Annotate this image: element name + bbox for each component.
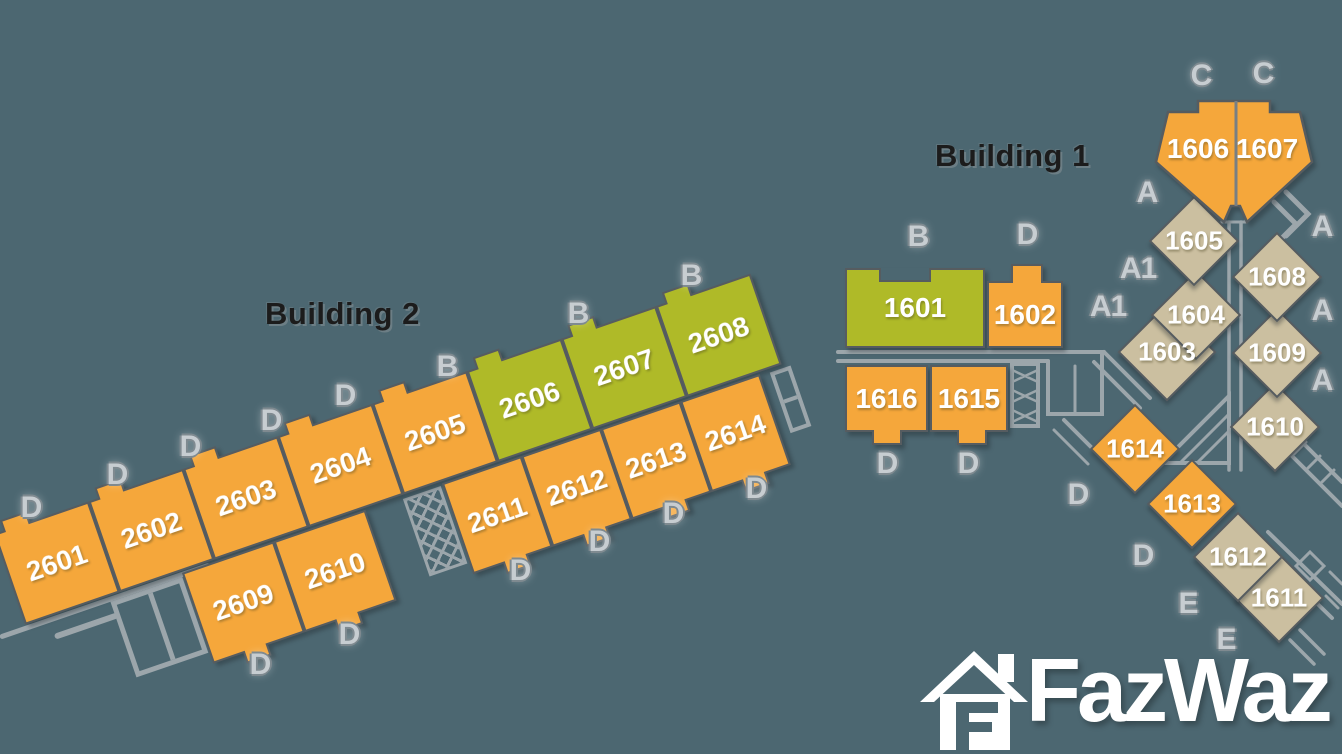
type-badge-E: E bbox=[1178, 587, 1198, 620]
unit-1615[interactable]: 1615 bbox=[930, 365, 1008, 445]
unit-number: 2601 bbox=[22, 537, 92, 588]
unit-number: 2608 bbox=[684, 309, 754, 360]
type-badge-D: D bbox=[334, 379, 357, 412]
type-badge-D: D bbox=[260, 404, 283, 437]
unit-number: 1608 bbox=[1248, 261, 1306, 292]
unit-1616[interactable]: 1616 bbox=[845, 365, 928, 445]
balcony-tab bbox=[872, 430, 902, 445]
unit-number: 1616 bbox=[855, 382, 918, 414]
unit-number: 1602 bbox=[993, 298, 1057, 330]
type-badge-D: D bbox=[509, 554, 532, 587]
unit-number: 2603 bbox=[211, 472, 281, 523]
type-badge-D: D bbox=[249, 648, 272, 681]
unit-1607-label: 1607 bbox=[1235, 133, 1299, 164]
type-badge-A: A bbox=[1311, 294, 1334, 327]
unit-number: 2614 bbox=[700, 407, 770, 458]
type-badge-D: D bbox=[106, 458, 129, 491]
type-badge-B: B bbox=[907, 220, 930, 253]
unit-number: 1612 bbox=[1209, 541, 1267, 572]
type-badge-D: D bbox=[1016, 218, 1039, 251]
building-2-title: Building 2 bbox=[265, 296, 420, 331]
unit-number: 2607 bbox=[589, 342, 659, 393]
type-badge-B: B bbox=[567, 297, 590, 330]
unit-number: 1614 bbox=[1106, 433, 1164, 464]
balcony-tab bbox=[1011, 264, 1043, 283]
unit-number: 2606 bbox=[494, 375, 564, 425]
type-badge-A1: A1 bbox=[1089, 290, 1127, 323]
unit-number: 1610 bbox=[1246, 411, 1304, 442]
type-badge-A: A bbox=[1311, 364, 1334, 397]
type-badge-E: E bbox=[1216, 623, 1236, 656]
unit-number: 2611 bbox=[463, 490, 531, 540]
type-badge-D: D bbox=[588, 525, 611, 558]
type-badge-C: C bbox=[1190, 59, 1213, 92]
unit-number: 1609 bbox=[1248, 337, 1306, 368]
unit-1606-label: 1606 bbox=[1166, 133, 1230, 164]
type-badge-C: C bbox=[1252, 57, 1275, 90]
type-badge-D: D bbox=[1132, 539, 1155, 572]
type-badge-A: A bbox=[1136, 176, 1159, 209]
unit-number: 1605 bbox=[1165, 225, 1223, 256]
type-badge-D: D bbox=[1067, 478, 1090, 511]
type-badge-B: B bbox=[680, 259, 703, 292]
unit-number: 2602 bbox=[116, 505, 186, 555]
type-badge-D: D bbox=[662, 497, 685, 530]
unit-number: 1603 bbox=[1138, 336, 1196, 367]
unit-number: 1615 bbox=[937, 382, 1001, 414]
unit-1606-1607-shape[interactable] bbox=[1146, 94, 1322, 230]
type-badge-A1: A1 bbox=[1119, 252, 1157, 285]
type-badge-B: B bbox=[436, 350, 459, 383]
unit-number: 2609 bbox=[208, 577, 278, 627]
type-badge-D: D bbox=[957, 447, 980, 480]
unit-number: 1604 bbox=[1167, 299, 1225, 330]
unit-number: 1601 bbox=[883, 292, 947, 323]
unit-number: 1613 bbox=[1163, 488, 1221, 519]
unit-number: 2604 bbox=[305, 440, 375, 490]
unit-1601[interactable]: 1601 bbox=[845, 268, 985, 348]
type-badge-A: A bbox=[1311, 210, 1334, 243]
unit-number: 2613 bbox=[621, 435, 691, 485]
building-1-title: Building 1 bbox=[935, 138, 1090, 173]
type-badge-D: D bbox=[338, 618, 361, 651]
unit-number: 2605 bbox=[400, 407, 470, 458]
type-badge-D: D bbox=[745, 472, 768, 505]
unit-1602[interactable]: 1602 bbox=[987, 264, 1063, 348]
unit-number: 2612 bbox=[542, 462, 612, 513]
type-badge-D: D bbox=[179, 430, 202, 463]
type-badge-D: D bbox=[20, 491, 43, 524]
type-badge-D: D bbox=[876, 447, 899, 480]
balcony-tab bbox=[957, 430, 987, 445]
balcony-notch bbox=[879, 268, 931, 282]
unit-number: 2610 bbox=[300, 545, 370, 596]
unit-number: 1611 bbox=[1250, 582, 1308, 613]
